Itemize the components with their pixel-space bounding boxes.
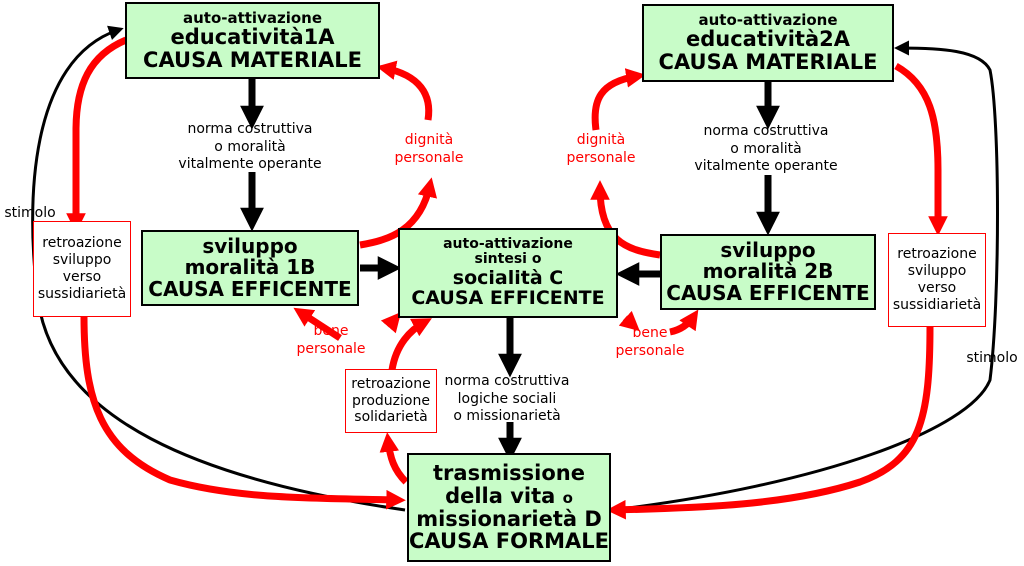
box-trasmissione-d: trasmissione della vita o missionarietà … [407,453,611,562]
box-educativita-2a: auto-attivazione educatività2A CAUSA MAT… [642,4,894,82]
red-good-right-to-2b [669,309,699,336]
box-moralita-2b: sviluppo moralità 2B CAUSA EFFICENTE [660,234,876,310]
box-socialita-c: auto-attivazione sintesi o socialità C C… [398,228,618,318]
box-1a-line3: CAUSA MATERIALE [143,47,362,72]
norm-left-line1: norma costruttiva [187,121,313,137]
box-educativita-1a: auto-attivazione educatività1A CAUSA MAT… [125,2,380,79]
box-1b-line2: moralità 1B [184,255,316,280]
feedback-left-line2: sviluppo [52,252,112,269]
box-2b-line3: CAUSA EFFICENTE [666,280,870,305]
norm-label-center: norma costruttiva logiche sociali o miss… [432,373,582,426]
red-c-to-good-right [618,310,640,332]
red-dignity-right-to-2a [591,68,646,131]
box-1a-line2: educatività1A [170,24,335,49]
norm-label-left: norma costruttiva o moralità vitalmente … [170,121,330,174]
good-label-left: bene personale [286,323,376,358]
feedback-right-line3: verso [917,280,957,296]
box-c-line3: socialità C [452,266,564,289]
norm-center-line3: o missionarietà [453,408,561,424]
box-1b-line3: CAUSA EFFICENTE [148,276,352,301]
feedback-right-line1: retroazione [897,246,977,263]
box-d-line4: CAUSA FORMALE [409,529,610,554]
norm-right-line2: o moralità [730,140,802,157]
box-d-line1: trasmissione [433,461,585,486]
box-2b-line1: sviluppo [720,237,816,262]
norm-center-line2: logiche sociali [457,390,557,407]
box-c-line4: CAUSA EFFICENTE [411,287,605,310]
feedback-center-line1: retroazione [351,375,431,392]
box-d-line3: missionarietà D [416,506,602,531]
feedback-right-line4: sussidiarietà [892,296,982,313]
feedback-center-line2: produzione [352,392,430,409]
stimulus-label-right: stimolo [966,350,1018,366]
feedback-right-line2: sviluppo [907,263,967,280]
dignity-label-left: dignità personale [384,132,474,167]
feedback-left-line4: sussidiarietà [37,285,127,302]
red-1a-to-feedback-left [66,36,128,233]
good-label-right: bene personale [605,325,695,360]
feedback-box-left: retroazione sviluppo verso sussidiarietà [33,221,131,317]
dignity-label-right: dignità personale [556,132,646,167]
norm-right-line3: vitalmente operante [694,158,838,174]
dignity-right-line1: dignità [576,132,626,148]
box-moralita-1b: sviluppo moralità 1B CAUSA EFFICENTE [141,230,359,306]
box-2b-line2: moralità 2B [702,259,834,284]
feedback-box-center: retroazione produzione solidarietà [345,369,437,433]
box-1a-line1: auto-attivazione [182,8,323,27]
feedback-left-line1: retroazione [42,235,122,252]
norm-right-line1: norma costruttiva [703,123,829,139]
box-d-line2-wrap: della vita o [445,483,573,508]
box-c-line2: sintesi o [474,251,542,268]
red-c-to-good-left [293,307,342,341]
box-2a-line1: auto-attivazione [698,11,838,30]
feedback-left-line3: verso [62,269,102,285]
box-2a-line3: CAUSA MATERIALE [658,50,878,75]
feedback-center-line3: solidarietà [354,409,428,426]
red-feedback-center-to-c [388,318,432,371]
norm-label-right: norma costruttiva o moralità vitalmente … [686,123,846,176]
red-d-to-feedback-center [379,432,409,485]
box-d-line2: della vita [445,483,556,508]
box-1b-line1: sviluppo [202,233,298,258]
feedback-box-right: retroazione sviluppo verso sussidiarietà [888,233,986,327]
good-left-line2: personale [296,340,366,357]
norm-left-line3: vitalmente operante [178,156,322,172]
red-dignity-left-to-1a [376,60,433,121]
dignity-right-line2: personale [566,149,636,166]
box-2a-line2: educatività2A [685,27,851,52]
norm-left-line2: o moralità [214,138,286,155]
box-d-line2-suffix: o [562,488,573,507]
stimulus-curve-right [611,40,999,512]
dignity-left-line2: personale [394,149,464,166]
red-2a-to-feedback-right [894,62,948,236]
good-right-line2: personale [615,342,685,359]
red-feedback-right-to-d [606,325,934,520]
red-good-left-to-c [380,312,402,334]
good-left-line1: bene [313,323,349,339]
box-c-line1: auto-attivazione [443,236,573,253]
stimulus-label-left: stimolo [4,205,56,221]
good-right-line1: bene [632,325,668,341]
red-feedback-left-to-d [80,315,406,510]
norm-center-line1: norma costruttiva [444,373,570,389]
dignity-left-line1: dignità [404,132,454,148]
